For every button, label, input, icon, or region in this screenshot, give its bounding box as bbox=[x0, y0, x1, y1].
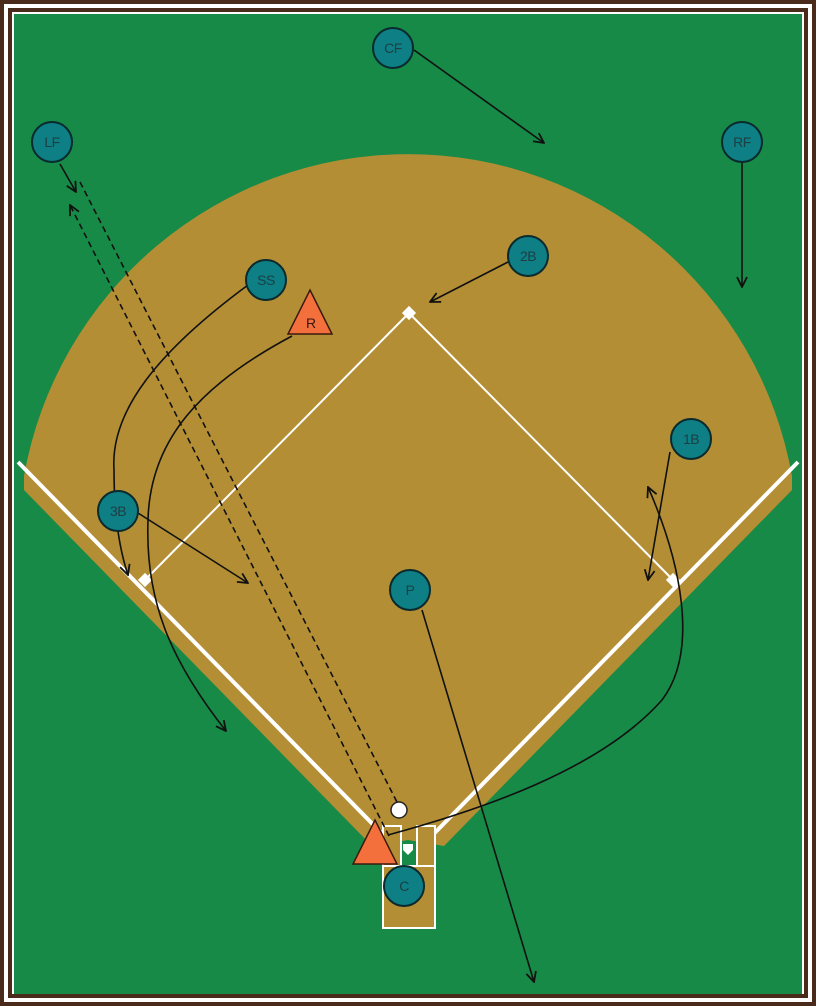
fielder-ss-label: SS bbox=[257, 272, 275, 288]
fielder-3b-label: 3B bbox=[110, 503, 126, 519]
fielder-p: P bbox=[390, 570, 430, 610]
fielder-rf-label: RF bbox=[733, 134, 751, 150]
fielder-rf: RF bbox=[722, 122, 762, 162]
fielder-3b: 3B bbox=[98, 491, 138, 531]
fielder-1b: 1B bbox=[671, 419, 711, 459]
fielder-p-label: P bbox=[406, 582, 415, 598]
fielder-cf-label: CF bbox=[384, 40, 402, 56]
batters-box-right bbox=[417, 826, 435, 866]
runner-r-label: R bbox=[306, 315, 316, 331]
fielder-lf-label: LF bbox=[44, 134, 59, 150]
fielder-ss: SS bbox=[246, 260, 286, 300]
fielder-2b-label: 2B bbox=[520, 248, 536, 264]
fielder-2b: 2B bbox=[508, 236, 548, 276]
fielder-c: C bbox=[384, 866, 424, 906]
fielder-lf: LF bbox=[32, 122, 72, 162]
ball bbox=[391, 802, 407, 818]
fielder-cf: CF bbox=[373, 28, 413, 68]
fielder-1b-label: 1B bbox=[683, 431, 699, 447]
fielder-c-label: C bbox=[399, 878, 409, 894]
